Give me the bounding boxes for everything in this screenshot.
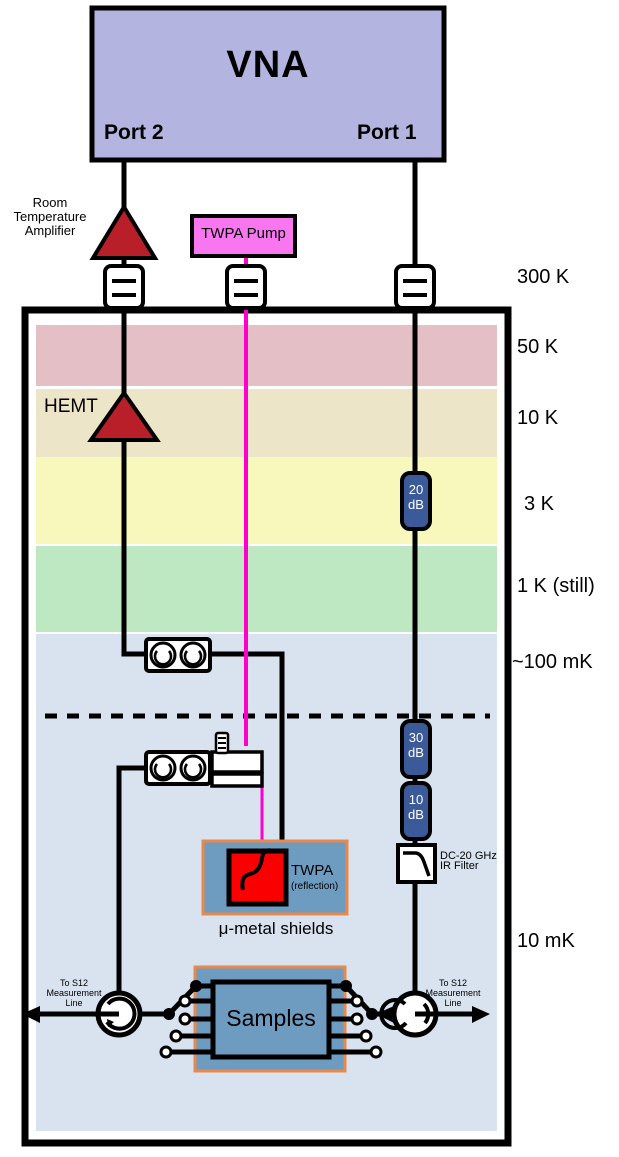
circulator-right[interactable] [372, 990, 490, 1038]
stage-band-1k [36, 546, 497, 632]
switch-right[interactable] [329, 980, 383, 1059]
attenuator-30db-value: 30 [409, 730, 423, 745]
s12-left-line2: Measurement [46, 988, 102, 998]
output-line-segment-b [209, 651, 285, 770]
attenuator-30db[interactable]: 30 dB [400, 719, 432, 779]
circulator-left[interactable] [22, 990, 169, 1038]
temp-label-100mk: ~100 mK [512, 651, 593, 673]
twpa-label: TWPA [291, 862, 334, 879]
attenuator-10db-value: 10 [409, 792, 423, 807]
ir-filter-label: DC-20 GHz IR Filter [440, 850, 510, 872]
room-temperature-amplifier-icon[interactable] [89, 203, 159, 260]
attenuator-20db-value: 20 [409, 482, 423, 497]
attenuator-20db-unit: dB [408, 497, 424, 512]
isolator-pair-lower[interactable] [144, 750, 212, 786]
rt-amp-line3: Amplifier [24, 223, 76, 238]
isolator-pair-upper[interactable] [144, 637, 212, 673]
ir-filter-line2: IR Filter [440, 860, 479, 872]
twpa-device[interactable] [226, 848, 289, 907]
s12-right-label: To S12 Measurement Line [407, 978, 499, 1008]
s12-right-line2: Measurement [425, 988, 481, 998]
vna-port2-label: Port 2 [104, 121, 164, 144]
ir-filter-line1: DC-20 GHz [440, 850, 497, 862]
feedthrough-port2[interactable] [103, 264, 145, 310]
rt-amp-line2: Temperature [13, 209, 87, 224]
rt-amp-line1: Room [32, 195, 68, 210]
stage-band-50k [36, 325, 497, 386]
switch-left[interactable] [159, 980, 213, 1059]
s12-right-line3: Line [444, 998, 462, 1008]
hemt-amplifier-icon[interactable] [87, 389, 161, 442]
temp-label-300k: 300 K [517, 266, 570, 288]
s12-left-line3: Line [65, 998, 83, 1008]
directional-coupler[interactable] [210, 750, 264, 788]
s12-right-line1: To S12 [438, 978, 468, 988]
s12-left-label: To S12 Measurement Line [28, 978, 120, 1008]
temp-label-10mk: 10 mK [517, 930, 575, 952]
twpa-sublabel: (reflection) [291, 881, 339, 892]
attenuator-20db[interactable]: 20 dB [400, 471, 432, 531]
hemt-label: HEMT [44, 396, 98, 417]
temp-label-3k: 3 K [524, 493, 555, 515]
vna-box[interactable] [89, 5, 447, 163]
output-line-segment-d [116, 765, 146, 1010]
output-line-port2 [121, 160, 150, 657]
samples-label: Samples [226, 1005, 316, 1031]
temp-label-50k: 50 K [517, 336, 559, 358]
vna-title: VNA [226, 44, 310, 86]
attenuator-10db-unit: dB [408, 807, 424, 822]
vna-port1-label: Port 1 [357, 121, 417, 144]
attenuator-10db[interactable]: 10 dB [400, 781, 432, 841]
samples-box[interactable] [210, 979, 332, 1060]
twpa-pump-label: TWPA Pump [201, 225, 286, 242]
s12-left-line1: To S12 [59, 978, 89, 988]
ir-filter-icon[interactable] [396, 843, 437, 884]
attenuator-30db-unit: dB [408, 745, 424, 760]
temp-label-10k: 10 K [517, 407, 559, 429]
feedthrough-pump[interactable] [225, 264, 267, 310]
feedthrough-port1[interactable] [394, 264, 436, 310]
twpa-pump-box[interactable] [190, 214, 297, 258]
temp-label-1k-still: 1 K (still) [517, 575, 595, 597]
coupler-terminator-icon [214, 731, 230, 755]
mu-metal-shields-label: μ-metal shields [218, 919, 334, 938]
room-temperature-amplifier-label: Room Temperature Amplifier [8, 196, 92, 238]
